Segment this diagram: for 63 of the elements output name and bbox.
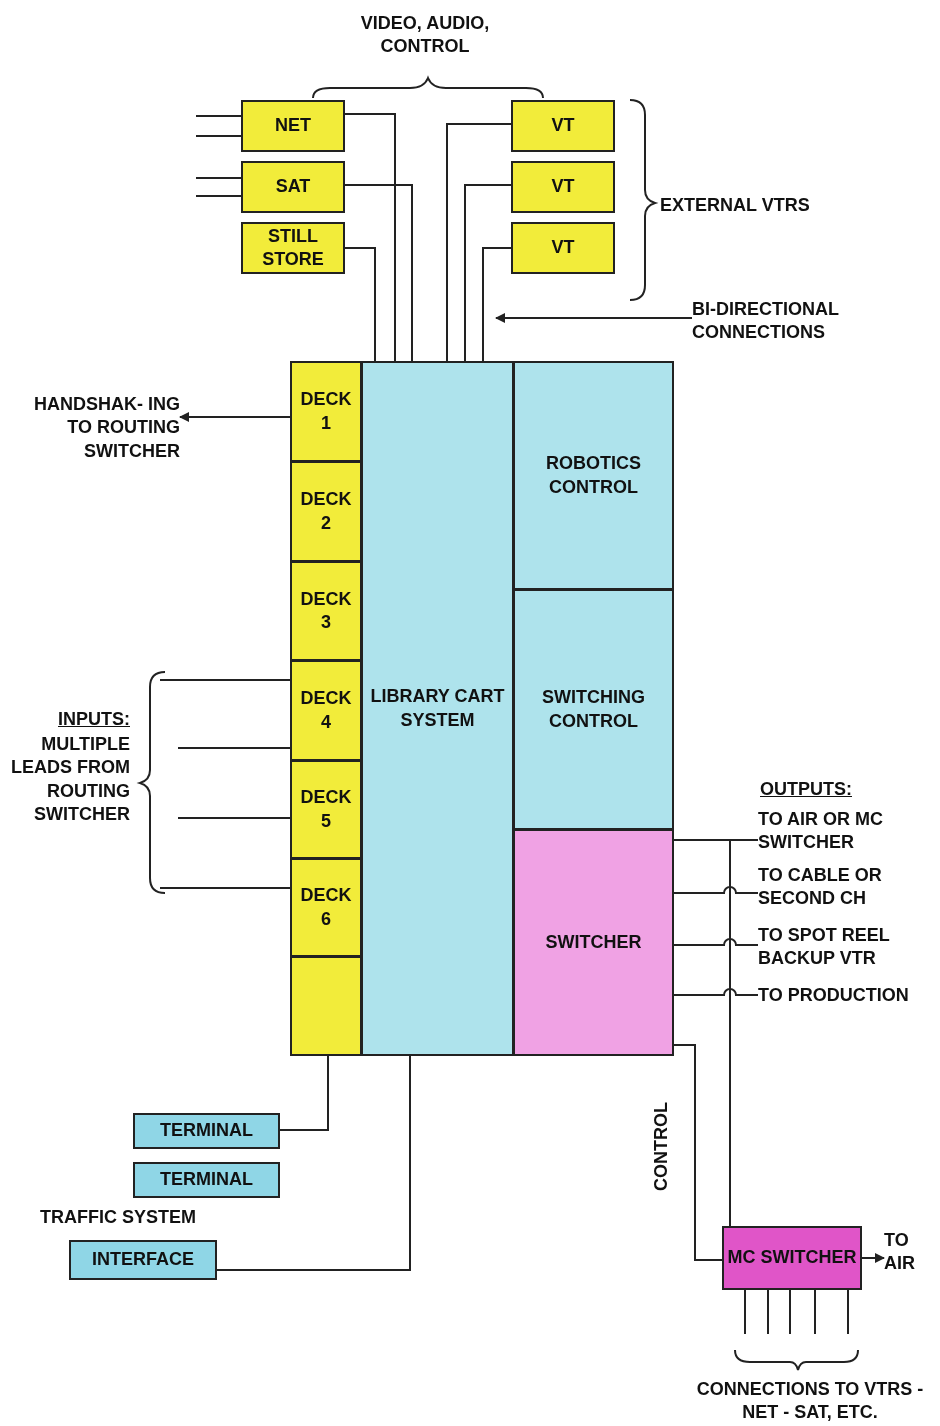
connector-line — [482, 247, 512, 362]
connector-line — [673, 938, 759, 946]
vtr-box: VT — [511, 222, 615, 274]
connector-line — [195, 115, 242, 117]
connector-line — [177, 817, 291, 819]
connector-line — [159, 679, 291, 681]
control-box: SWITCHING CONTROL — [513, 589, 674, 830]
connector-line — [344, 247, 376, 362]
connector-line — [195, 195, 242, 197]
connector-line — [814, 1289, 816, 1335]
connector-line — [464, 184, 512, 362]
connector-line — [344, 113, 396, 362]
source-box: NET — [241, 100, 345, 152]
vtr-box: VT — [511, 161, 615, 213]
deck-box: DECK 3 — [290, 561, 362, 661]
control-box: ROBOTICS CONTROL — [513, 361, 674, 590]
switcher-box: SWITCHER — [513, 829, 674, 1056]
output-text: TO AIR — [884, 1226, 940, 1278]
deck-box: DECK 1 — [290, 361, 362, 462]
bracket-label: CONNECTIONS TO VTRS - NET - SAT, ETC. — [695, 1378, 925, 1425]
source-box: SAT — [241, 161, 345, 213]
connector-line — [847, 1289, 849, 1335]
connector-line — [216, 1055, 411, 1271]
interface-box: INTERFACE — [69, 1240, 217, 1280]
vtr-box: VT — [511, 100, 615, 152]
terminal-box: TERMINAL — [133, 1162, 280, 1198]
switcher-box: MC SWITCHER — [722, 1226, 862, 1290]
connector-line — [177, 747, 291, 749]
connector-line — [673, 1044, 723, 1261]
heading-text: OUTPUTS: — [760, 778, 853, 801]
terminal-box: TERMINAL — [133, 1113, 280, 1149]
connector-line — [744, 1289, 746, 1335]
connector-line — [159, 887, 291, 889]
heading-text: INPUTS: — [57, 708, 130, 731]
bracket-label: VIDEO, AUDIO, CONTROL — [359, 12, 491, 59]
connector-line — [446, 123, 512, 362]
deck-box — [290, 956, 362, 1056]
connector-line — [673, 886, 759, 894]
bracket-label: EXTERNAL VTRS — [660, 194, 811, 217]
connector-line — [673, 988, 759, 996]
connector-line — [279, 1055, 329, 1131]
connector-line — [195, 135, 242, 137]
arrow — [861, 1253, 885, 1263]
deck-box: DECK 6 — [290, 858, 362, 957]
annotation-text: BI-DIRECTIONAL CONNECTIONS — [692, 294, 912, 348]
deck-box: DECK 2 — [290, 461, 362, 562]
bracket-label: MULTIPLE LEADS FROM ROUTING SWITCHER — [10, 733, 130, 827]
deck-box: DECK 5 — [290, 760, 362, 859]
caption-text: TRAFFIC SYSTEM — [40, 1206, 196, 1229]
annotation-text: HANDSHAK- ING TO ROUTING SWITCHER — [20, 378, 180, 478]
output-text: TO SPOT REEL BACKUP VTR — [758, 922, 928, 972]
output-text: TO CABLE OR SECOND CH — [758, 862, 928, 912]
connector-line — [344, 184, 413, 362]
source-box: STILL STORE — [241, 222, 345, 274]
connector-line — [767, 1289, 769, 1335]
connector-line — [789, 1289, 791, 1335]
arrow — [495, 313, 693, 323]
deck-box: DECK 4 — [290, 660, 362, 761]
output-text: TO PRODUCTION — [758, 983, 938, 1009]
output-text: TO AIR OR MC SWITCHER — [758, 806, 928, 856]
arrow — [179, 412, 291, 422]
library-box: LIBRARY CART SYSTEM — [361, 361, 514, 1056]
connector-line — [195, 177, 242, 179]
